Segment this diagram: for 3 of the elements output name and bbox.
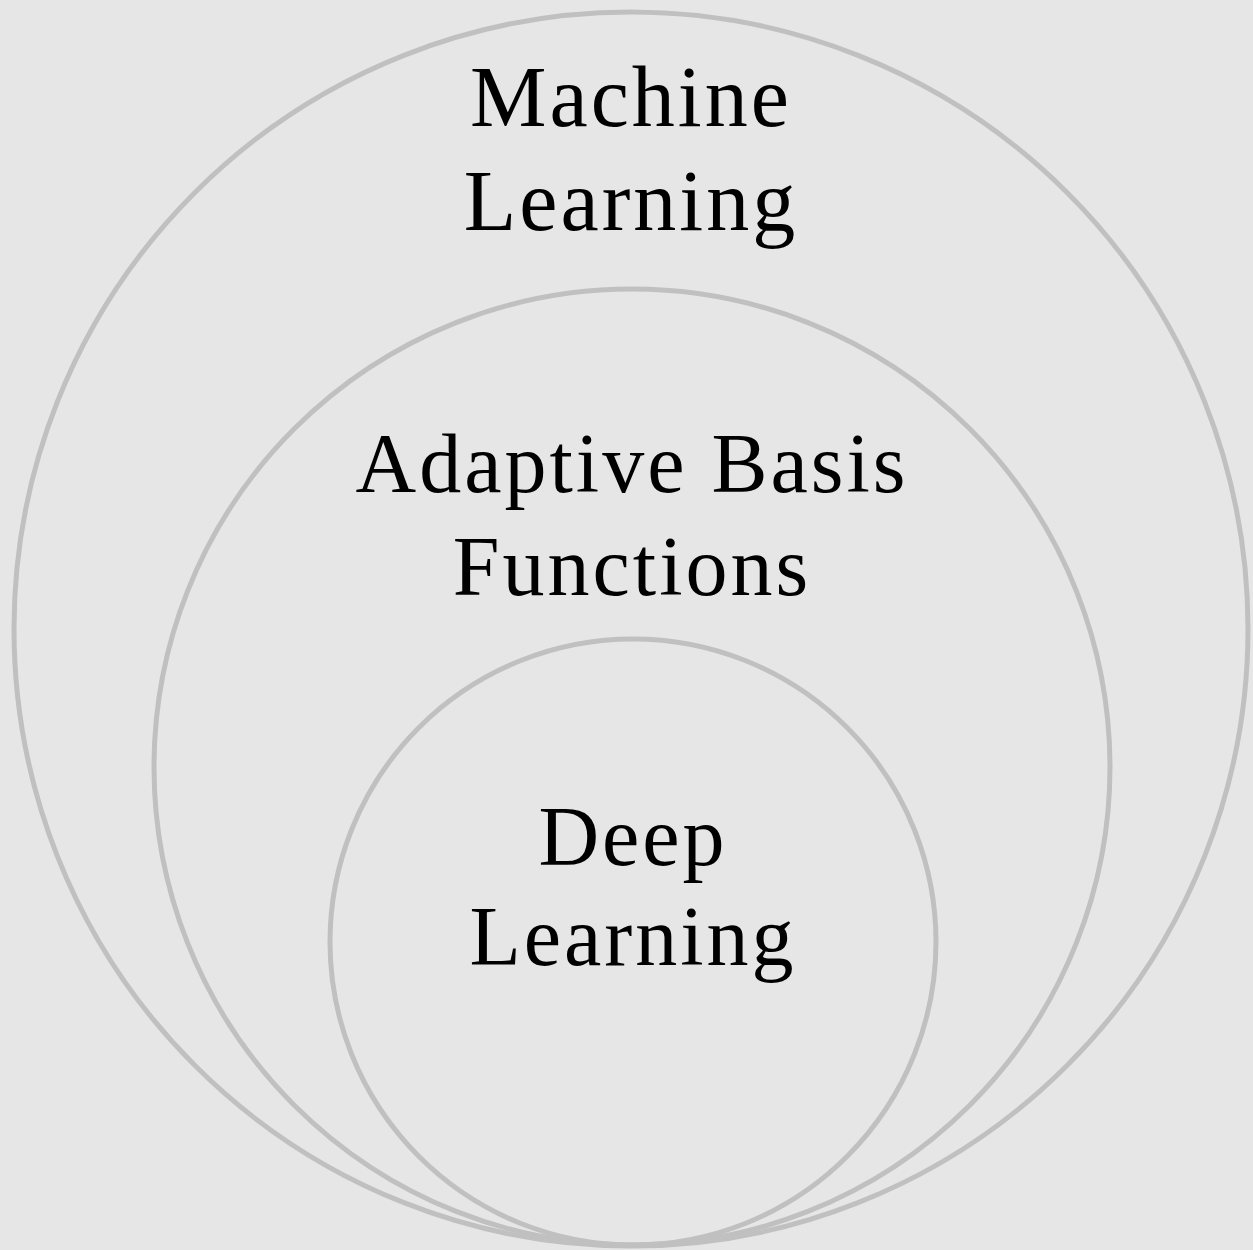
- set-label: Deep Learning: [468, 789, 798, 985]
- set-label: Machine Learning: [462, 48, 800, 251]
- set-label: Adaptive Basis Functions: [354, 416, 910, 615]
